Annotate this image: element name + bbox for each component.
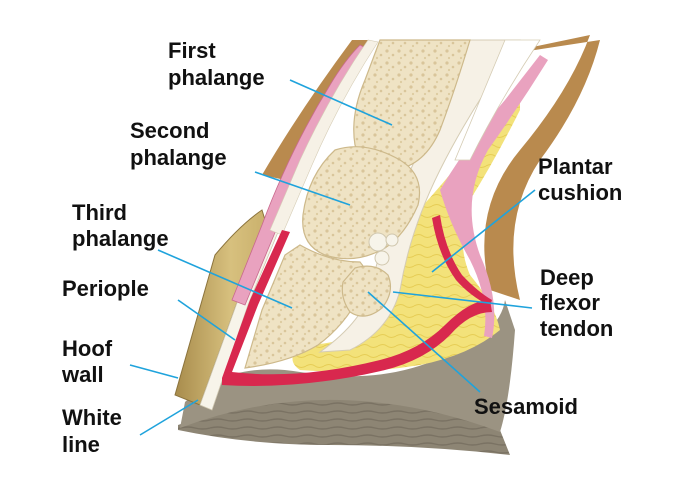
labels: First phalange Second phalange Third pha… [61, 38, 622, 457]
sole-region [178, 300, 515, 455]
joint-ligaments [368, 232, 399, 266]
label-sesamoid: Sesamoid [474, 394, 578, 419]
leader-second-phalange [254, 171, 351, 206]
leader-sesamoid [367, 291, 481, 393]
label-hoof-wall: Hoof wall [61, 336, 118, 387]
sesamoid-shape [341, 265, 392, 317]
leader-plantar-cushion [431, 189, 536, 273]
label-second-phalange: Second phalange [130, 118, 227, 170]
label-white-line: White line [62, 405, 128, 457]
label-deep-flexor-tendon: Deep flexor tendon [540, 265, 613, 341]
label-periople: Periople [62, 276, 149, 301]
leader-hoof-wall [129, 364, 179, 379]
label-first-phalange: First phalange [168, 38, 265, 90]
leader-first-phalange [289, 79, 393, 126]
label-third-phalange: Third phalange [72, 200, 169, 251]
leader-lines [129, 79, 536, 436]
leader-white-line [139, 399, 199, 436]
label-plantar-cushion: Plantar cushion [538, 154, 622, 205]
leader-deep-flexor [392, 291, 533, 309]
leader-third-phalange [157, 249, 293, 309]
laminae-shape [222, 230, 492, 386]
leader-periople [177, 299, 236, 341]
